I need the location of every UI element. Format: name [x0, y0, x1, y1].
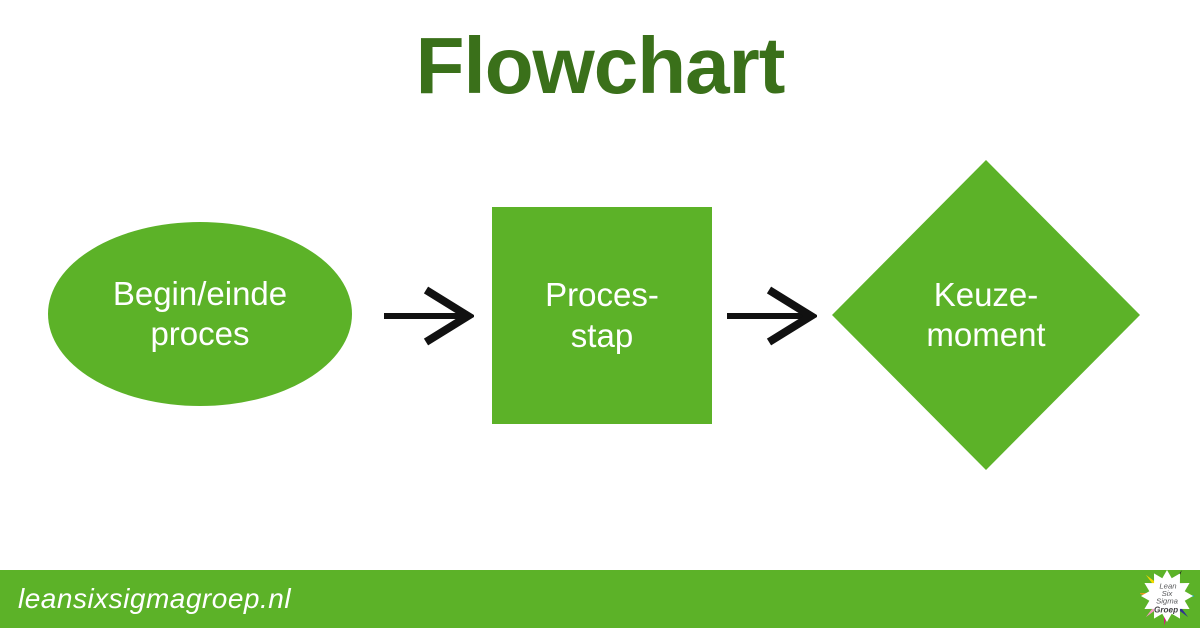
logo-text-sigma: Sigma: [1156, 597, 1179, 606]
logo-text-groep: Groep: [1154, 605, 1178, 614]
flowchart-node-begin-einde: Begin/einde proces: [48, 222, 352, 406]
node-label-line1: Begin/einde: [112, 274, 288, 312]
arrow-right-icon: [384, 286, 474, 346]
node-label-keuzemoment: Keuze- moment: [926, 275, 1045, 356]
node-label-processtap: Proces- stap: [545, 275, 659, 356]
node-label-line2: stap: [570, 316, 634, 354]
website-text: leansixsigmagroep.nl: [18, 583, 292, 614]
node-label-line2: moment: [926, 316, 1046, 353]
flowchart-node-keuzemoment: Keuze- moment: [832, 160, 1140, 470]
lean-six-sigma-groep-logo-icon: Lean Six Sigma Groep: [1140, 569, 1194, 626]
node-label-line1: Proces-: [545, 276, 659, 314]
arrow-right-icon: [727, 286, 817, 346]
footer-bar: leansixsigmagroep.nl: [0, 570, 1200, 628]
logo-text-six: Six: [1162, 589, 1174, 598]
flowchart-node-processtap: Proces- stap: [492, 207, 712, 424]
page-title: Flowchart: [415, 21, 786, 110]
node-label-line2: proces: [150, 315, 250, 352]
node-label-line1: Keuze-: [933, 275, 1039, 313]
logo-text-lean: Lean: [1159, 581, 1176, 590]
node-label-begin-einde: Begin/einde proces: [113, 274, 287, 355]
